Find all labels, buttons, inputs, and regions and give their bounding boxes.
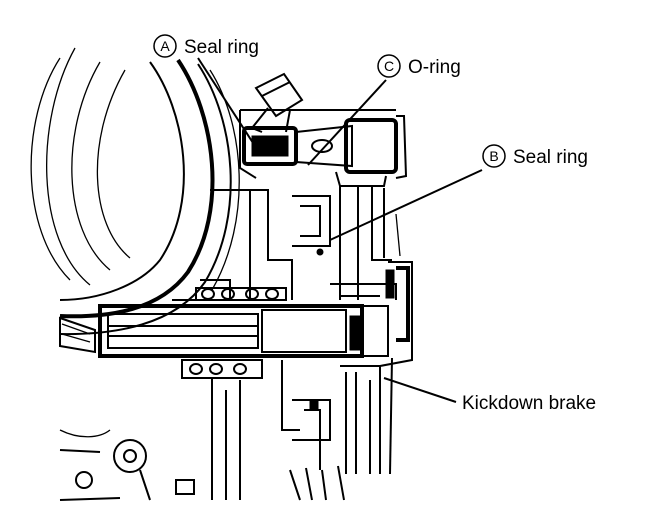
left-flange — [59, 316, 96, 354]
kickdown-brake-band — [330, 261, 413, 475]
central-housing — [172, 186, 401, 301]
label-marker-circle — [377, 54, 401, 78]
label-marker-letter: C — [384, 58, 394, 74]
leader-lines — [197, 57, 483, 403]
upper-bearings — [195, 287, 287, 301]
label-marker-circle — [153, 34, 177, 58]
label-marker-letter: A — [160, 38, 170, 54]
label-text: Kickdown brake — [462, 393, 596, 414]
label-kickdown-brake: Kickdown brake — [462, 393, 596, 414]
label-seal-ring-b: B Seal ring — [482, 144, 588, 168]
label-marker-circle — [482, 144, 506, 168]
bolt — [250, 72, 304, 133]
label-text: Seal ring — [513, 147, 588, 168]
valve-plug-assembly — [239, 109, 408, 187]
drum-housing-arcs — [30, 47, 240, 336]
lower-housing — [181, 359, 357, 501]
lower-left-hardware — [59, 429, 195, 501]
label-text: O-ring — [408, 57, 461, 78]
label-text: Seal ring — [184, 37, 259, 58]
label-o-ring-c: C O-ring — [377, 54, 461, 78]
label-marker-letter: B — [489, 148, 498, 164]
label-seal-ring-a: A Seal ring — [153, 34, 259, 58]
main-shaft — [98, 304, 389, 358]
